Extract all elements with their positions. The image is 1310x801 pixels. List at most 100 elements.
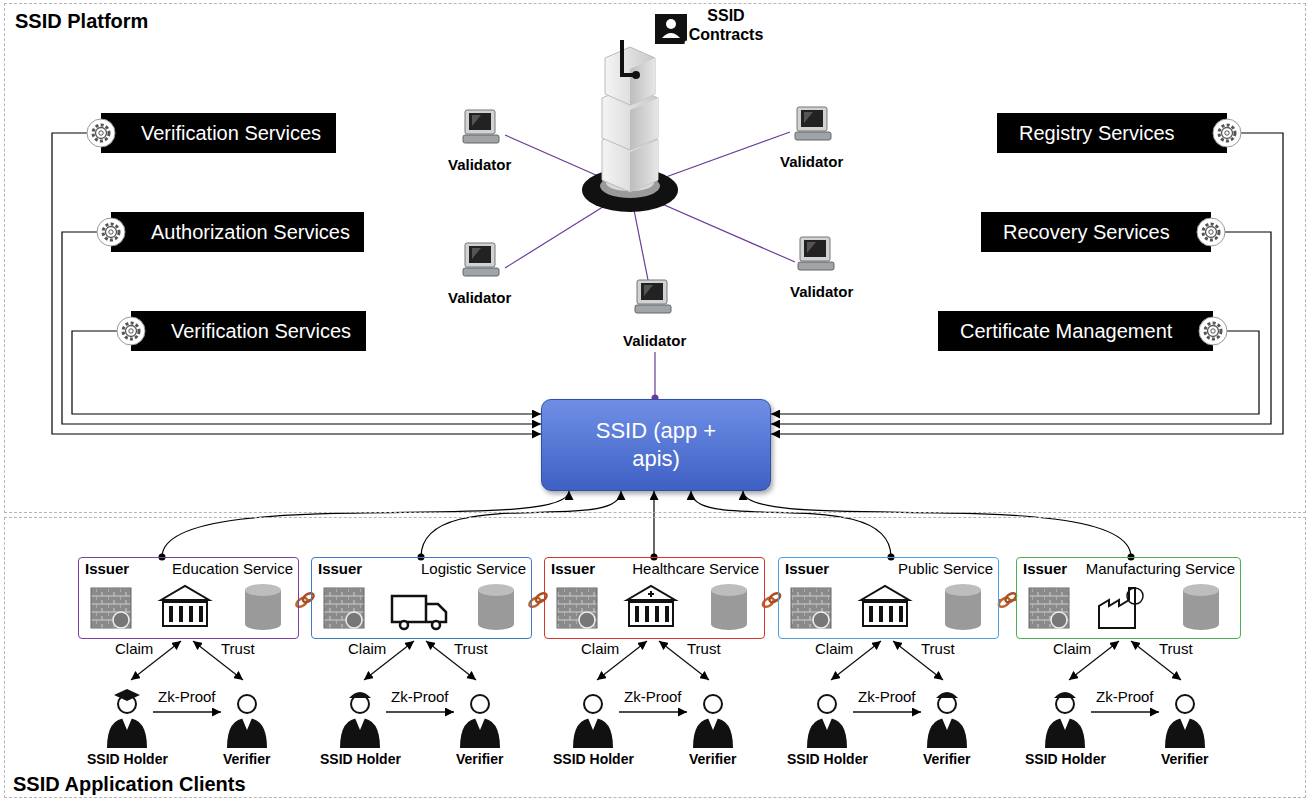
connector-line	[52, 133, 541, 434]
connector-line	[691, 491, 891, 557]
zk-proof-label: Zk-Proof	[624, 688, 682, 705]
person-icon	[1165, 695, 1205, 748]
trust-label: Trust	[1159, 640, 1193, 657]
trust-label: Trust	[687, 640, 721, 657]
issuer-label: Issuer	[785, 560, 829, 577]
connector-line	[62, 232, 541, 424]
region-panel: SSID Application Clients Issuer Education …	[4, 517, 1306, 798]
gear-icon	[1196, 217, 1226, 247]
gear-icon	[1212, 118, 1242, 148]
holder-label: SSID Holder	[87, 751, 168, 767]
trust-label: Trust	[454, 640, 488, 657]
chain-icon	[997, 591, 1017, 608]
issuer-label: Issuer	[1023, 560, 1067, 577]
person-icon	[107, 689, 147, 748]
service-bar: Authorization Services	[111, 212, 364, 252]
claim-label: Claim	[815, 640, 853, 657]
blockchain-stack	[582, 14, 690, 212]
service-name: Registry Services	[1019, 122, 1175, 144]
verifier-label: Verifier	[1161, 751, 1208, 767]
service-name: Authorization Services	[151, 221, 350, 243]
issuer-label: Issuer	[318, 560, 362, 577]
gear-icon	[96, 217, 126, 247]
zk-proof-label: Zk-Proof	[158, 688, 216, 705]
service-name: Logistic Service	[421, 560, 526, 577]
service-bar: Registry Services	[997, 113, 1227, 153]
service-bar: Verification Services	[131, 311, 366, 351]
zk-proof-arrow	[1091, 711, 1159, 712]
holder-label: SSID Holder	[320, 751, 401, 767]
trust-label: Trust	[221, 640, 255, 657]
issuer-service-box: Issuer Public Service	[778, 557, 999, 639]
claim-label: Claim	[1053, 640, 1091, 657]
person-icon	[693, 695, 733, 748]
connector-line	[653, 491, 654, 557]
validator-label: Validator	[780, 153, 843, 170]
zk-proof-label: Zk-Proof	[858, 688, 916, 705]
person-icon	[1045, 692, 1085, 748]
person-icon	[807, 695, 847, 748]
zk-proof-arrow	[853, 711, 921, 712]
claim-label: Claim	[348, 640, 386, 657]
validator-link	[505, 132, 795, 398]
validator-icons	[463, 107, 834, 313]
validator-label: Validator	[790, 283, 853, 300]
service-name: Certificate Management	[960, 320, 1172, 342]
issuer-label: Issuer	[85, 560, 129, 577]
verifier-label: Verifier	[689, 751, 736, 767]
service-name: Recovery Services	[1003, 221, 1170, 243]
claim-label: Claim	[115, 640, 153, 657]
claim-label: Claim	[581, 640, 619, 657]
monitor-icon	[463, 243, 499, 276]
issuer-service-box: Issuer Education Service	[78, 557, 299, 639]
person-icon	[227, 695, 267, 748]
monitor-icon	[795, 107, 831, 140]
connector-line	[771, 232, 1271, 424]
validator-label: Validator	[448, 156, 511, 173]
issuer-label: Issuer	[551, 560, 595, 577]
verifier-label: Verifier	[456, 751, 503, 767]
client-icons	[91, 584, 1219, 748]
validator-label: Validator	[448, 289, 511, 306]
person-icon	[340, 692, 380, 748]
person-icon	[573, 695, 613, 748]
issuer-service-box: Issuer Logistic Service	[311, 557, 532, 639]
person-icon	[460, 695, 500, 748]
gear-icon	[86, 118, 116, 148]
issuer-service-box: Issuer Manufacturing Service	[1016, 557, 1241, 639]
region-title: SSID Application Clients	[13, 773, 246, 796]
connector-line	[162, 491, 569, 557]
issuer-icons	[1029, 584, 1219, 630]
contract-label: SSID Contracts	[686, 6, 766, 44]
region-title: SSID Platform	[15, 10, 148, 33]
ssid-app-text: SSID (app + apis)	[582, 417, 730, 473]
zk-proof-arrow	[153, 711, 221, 712]
issuer-icons	[791, 584, 981, 630]
region-panel: SSID PlatformVerification ServicesAuthor…	[4, 3, 1306, 513]
service-name: Healthcare Service	[632, 560, 759, 577]
service-name: Public Service	[898, 560, 993, 577]
issuer-icons	[557, 584, 747, 630]
gear-icon	[1198, 316, 1228, 346]
connector-line	[771, 133, 1283, 434]
trust-label: Trust	[921, 640, 955, 657]
zk-proof-label: Zk-Proof	[1096, 688, 1154, 705]
issuer-service-box: Issuer Healthcare Service	[544, 557, 765, 639]
holder-label: SSID Holder	[553, 751, 634, 767]
service-name: Education Service	[172, 560, 293, 577]
issuer-icons	[324, 584, 514, 630]
person-icon	[927, 692, 967, 748]
chain-icon	[295, 591, 315, 608]
ssid-app-box: SSID (app + apis)	[541, 399, 771, 491]
service-name: Manufacturing Service	[1086, 560, 1235, 577]
gear-icon	[116, 316, 146, 346]
connector-line	[421, 491, 621, 557]
holder-label: SSID Holder	[1025, 751, 1106, 767]
monitor-icon	[635, 280, 671, 313]
chain-icon	[528, 591, 548, 608]
service-bar: Certificate Management	[938, 311, 1213, 351]
service-bar: Verification Services	[101, 113, 336, 153]
connector-line	[743, 491, 1131, 557]
service-name: Verification Services	[141, 122, 321, 144]
monitor-icon	[798, 237, 834, 270]
